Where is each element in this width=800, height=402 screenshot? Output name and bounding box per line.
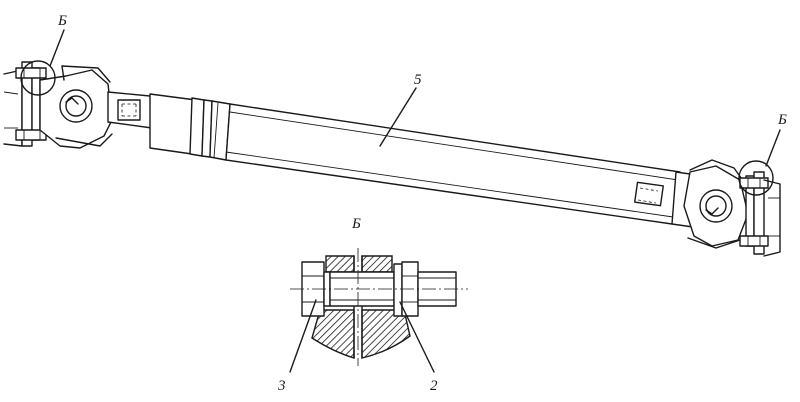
washer-callout: 2: [430, 378, 438, 394]
view-marker-right: Б: [777, 112, 787, 128]
shaft-tube: [149, 93, 681, 225]
detail-circle-right: [738, 160, 774, 196]
nut-callout: 3: [277, 378, 286, 394]
detail-title: Б: [351, 216, 361, 232]
detail-circle-left: [20, 60, 56, 96]
nut-leader: [289, 299, 317, 373]
left-flange-yoke: [3, 61, 153, 149]
washer-leader: [399, 301, 435, 373]
view-marker-left: Б: [57, 13, 67, 29]
right-flange-yoke: [671, 159, 781, 257]
shaft-callout: 5: [414, 72, 422, 88]
shaft-leader: [379, 87, 417, 147]
bolt-detail-view: [290, 248, 468, 366]
